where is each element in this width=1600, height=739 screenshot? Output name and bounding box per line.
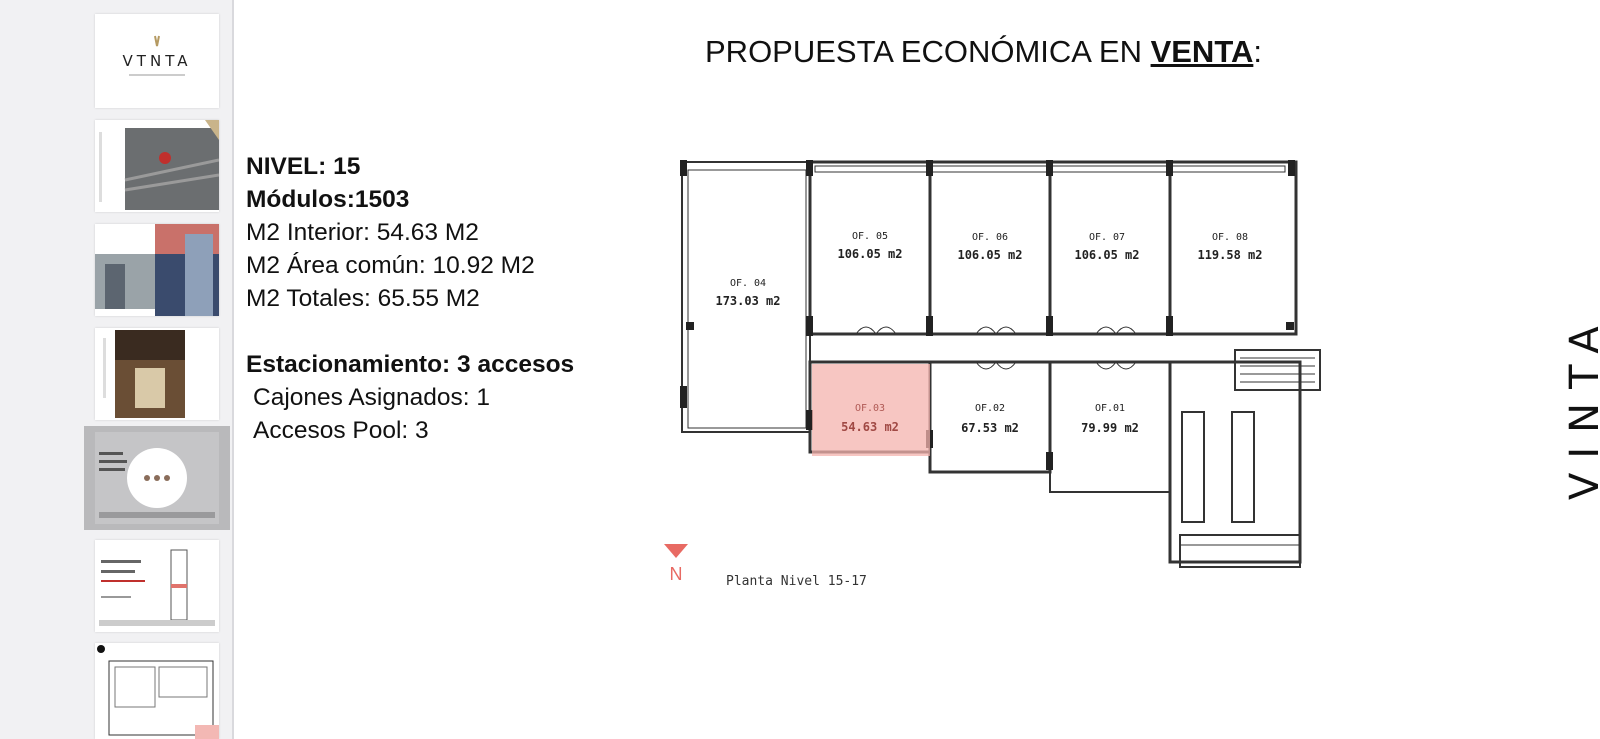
office-04-name: OF. 04 <box>730 278 766 289</box>
property-info: NIVEL: 15 Módulos:1503 M2 Interior: 54.6… <box>246 150 574 447</box>
office-08-name: OF. 08 <box>1212 232 1248 243</box>
door-swing-3 <box>1095 326 1137 335</box>
vertical-brand-logo: VINTA <box>1568 312 1600 500</box>
pillar <box>926 316 933 336</box>
office-03-name: OF.03 <box>855 403 885 414</box>
office-07-name: OF. 07 <box>1089 232 1125 243</box>
modulos-text: Módulos:1503 <box>246 186 410 213</box>
office-08-area: 119.58 m2 <box>1197 248 1262 262</box>
pillar <box>1288 160 1295 176</box>
office-01-name: OF.01 <box>1095 403 1125 414</box>
thumbnail-7-graphic <box>97 645 219 739</box>
office-04-inner-outline <box>687 169 807 429</box>
pillar <box>1286 322 1294 330</box>
north-label: N <box>670 564 683 584</box>
pillar <box>680 160 687 176</box>
estacionamiento-text: Estacionamiento: 3 accesos <box>246 351 575 378</box>
core-outline <box>1168 360 1302 564</box>
door-swing-1 <box>855 326 897 335</box>
thumbnail-3-graphic <box>95 224 219 316</box>
m2-interior-text: M2 Interior: 54.63 M2 <box>246 219 479 246</box>
elevator-bank-left <box>1181 411 1205 523</box>
door-swing-5 <box>1095 361 1137 370</box>
pillar <box>806 160 813 176</box>
m2-area-comun-text: M2 Área común: 10.92 M2 <box>246 252 535 279</box>
office-03-highlight[interactable] <box>812 364 930 456</box>
door-swing-4 <box>975 361 1017 370</box>
title-prefix: PROPUESTA ECONÓMICA EN <box>705 34 1151 69</box>
door-swing-2 <box>975 326 1017 335</box>
slide-thumbnail-7[interactable] <box>95 643 219 739</box>
stair-steps <box>1240 357 1315 383</box>
slide-title: PROPUESTA ECONÓMICA EN VENTA: <box>705 34 1262 70</box>
m2-totales-text: M2 Totales: 65.55 M2 <box>246 285 480 312</box>
office-08-outline <box>1168 160 1298 336</box>
thumbnail-5-graphic <box>95 432 219 524</box>
pillar <box>680 386 687 408</box>
office-02-name: OF.02 <box>975 403 1005 414</box>
accesos-pool-text: Accesos Pool: 3 <box>253 417 429 444</box>
slide-thumbnail-1[interactable]: VTNTA <box>95 14 219 108</box>
pillar <box>1166 316 1173 336</box>
plan-label: Planta Nivel 15-17 <box>726 574 867 589</box>
office-07-area: 106.05 m2 <box>1074 248 1139 262</box>
slide-thumbnail-2[interactable] <box>95 120 219 212</box>
slide-thumbnail-5-selected[interactable] <box>84 426 230 530</box>
slide-thumbnail-4[interactable] <box>95 328 219 420</box>
north-arrow-icon <box>664 544 688 558</box>
slide-thumbnail-3[interactable] <box>95 224 219 316</box>
pillar <box>926 160 933 176</box>
stair-outline <box>1234 349 1321 391</box>
pillar <box>1166 160 1173 176</box>
slide-thumbnail-sidebar: VTNTA <box>0 0 234 739</box>
thumbnail-6-graphic <box>99 549 215 626</box>
thumbnail-4-graphic <box>103 330 185 418</box>
office-01-area: 79.99 m2 <box>1081 421 1139 435</box>
office-05-name: OF. 05 <box>852 231 888 242</box>
pillar <box>686 322 694 330</box>
office-06-name: OF. 06 <box>972 232 1008 243</box>
pillar <box>1046 160 1053 176</box>
pillar <box>806 410 813 430</box>
floor-plan-walls <box>681 160 1321 568</box>
terrace-outline <box>1179 534 1301 568</box>
slide-thumbnail-6[interactable] <box>95 540 219 632</box>
thumbnail-logo: VTNTA <box>122 52 192 70</box>
cajones-text: Cajones Asignados: 1 <box>253 384 490 411</box>
vertical-brand-text: VINTA <box>1568 312 1600 500</box>
pillar <box>1046 452 1053 470</box>
thumbnail-1-graphic <box>129 35 185 76</box>
elevator-bank-right <box>1231 411 1255 523</box>
office-02-area: 67.53 m2 <box>961 421 1019 435</box>
thumbnail-2-graphic <box>99 120 219 210</box>
floor-plan: OF. 04 173.03 m2 OF. 05 106.05 m2 OF. 06… <box>664 160 1321 589</box>
nivel-text: NIVEL: 15 <box>246 153 361 180</box>
office-05-area: 106.05 m2 <box>837 247 902 261</box>
office-04-area: 173.03 m2 <box>715 294 780 308</box>
office-06-area: 106.05 m2 <box>957 248 1022 262</box>
title-suffix: : <box>1253 34 1262 69</box>
pillar <box>1046 316 1053 336</box>
spacer <box>246 315 574 348</box>
title-emphasis: VENTA <box>1150 34 1254 69</box>
office-03-area: 54.63 m2 <box>841 420 899 434</box>
pillar <box>806 316 813 336</box>
office-02-outline <box>928 360 1052 474</box>
